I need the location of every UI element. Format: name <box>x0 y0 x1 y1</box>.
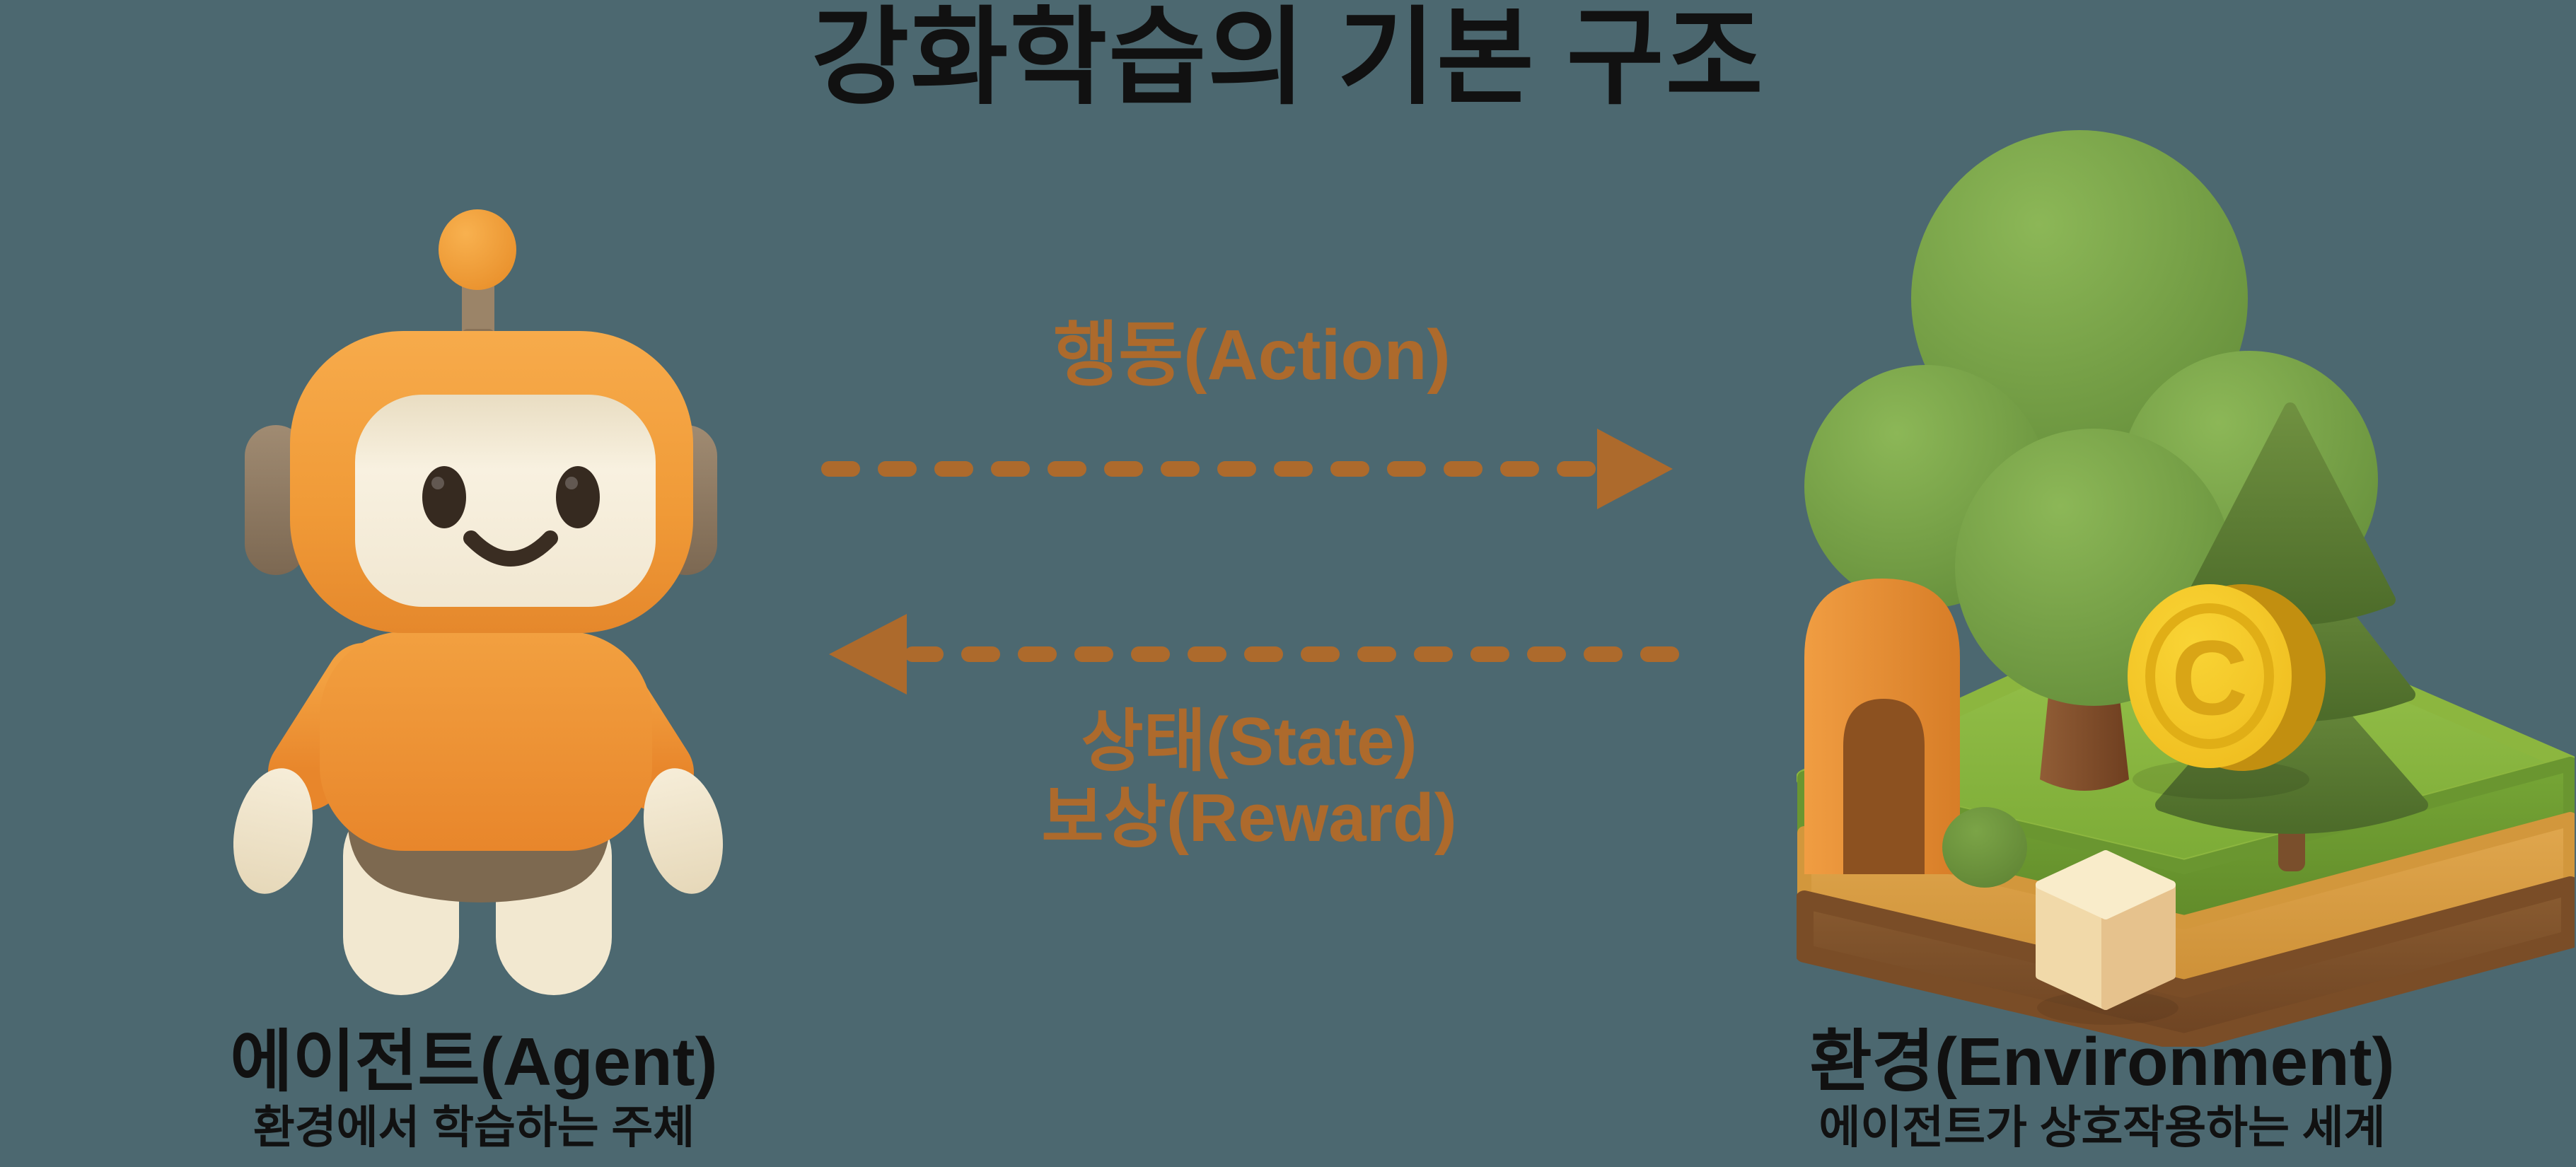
state-reward-arrow <box>829 614 1683 695</box>
reward-flow-label: 보상(Reward) <box>1041 779 1457 856</box>
environment-diorama-illustration: C <box>1797 130 2575 1047</box>
robot-body <box>233 632 724 995</box>
state-flow-label: 상태(State) <box>1081 704 1417 779</box>
agent-name: 에이전트(Agent) <box>230 1024 718 1100</box>
page-title: 강화학습의 기본 구조 <box>811 0 1765 117</box>
arch-tunnel-icon <box>1804 579 1960 874</box>
environment-description: 에이전트가 상호작용하는 세계 <box>1818 1101 2386 1153</box>
action-arrow <box>821 429 1673 509</box>
agent-caption: 에이전트(Agent) 환경에서 학습하는 주체 <box>120 1024 828 1153</box>
robot-face-icon <box>422 466 600 567</box>
environment-caption: 환경(Environment) 에이전트가 상호작용하는 세계 <box>1748 1024 2456 1153</box>
coin-letter: C <box>2171 618 2248 737</box>
bush-icon <box>1942 807 2027 888</box>
robot-head <box>245 331 717 633</box>
cube-block-icon <box>2036 850 2178 1025</box>
action-flow-label: 행동(Action) <box>1053 315 1451 395</box>
state-reward-arrowhead-icon <box>829 614 907 695</box>
action-arrowhead-icon <box>1597 429 1673 509</box>
state-reward-flow-label: 상태(State) 보상(Reward) <box>895 704 1603 856</box>
agent-description: 환경에서 학습하는 주체 <box>253 1101 695 1153</box>
agent-robot-illustration <box>233 209 724 995</box>
environment-name: 환경(Environment) <box>1809 1024 2395 1100</box>
coin-icon: C <box>2128 584 2326 799</box>
